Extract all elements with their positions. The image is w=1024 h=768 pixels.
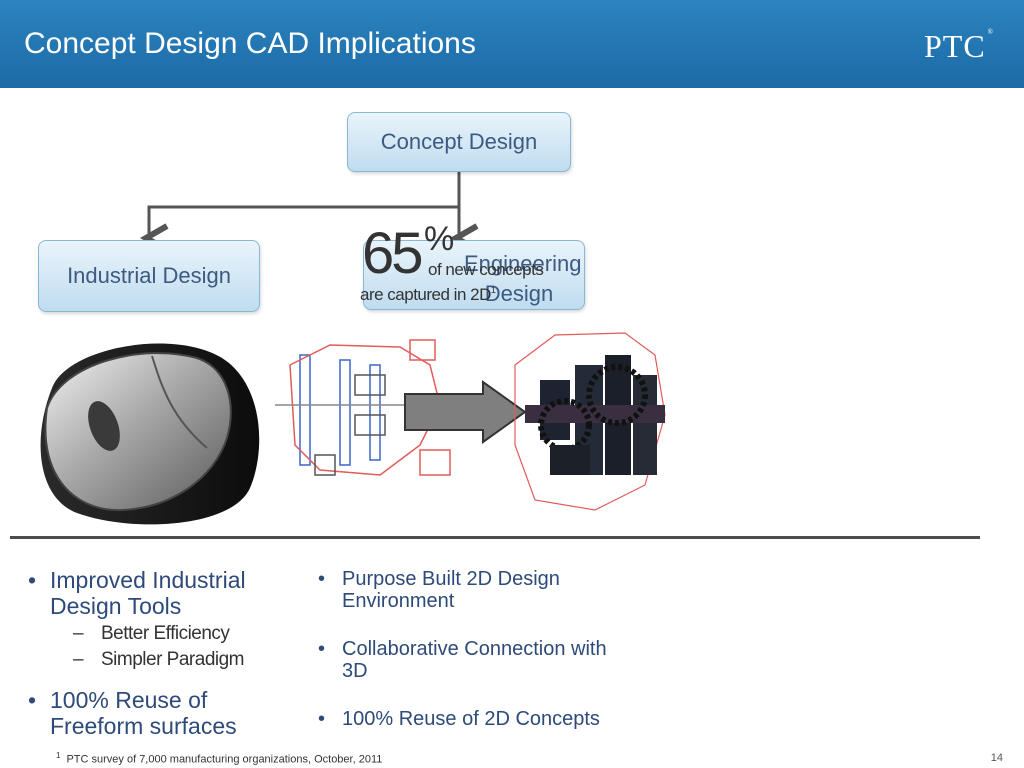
dash-mark: –	[73, 649, 84, 670]
drawing-part	[419, 449, 451, 476]
mouse-seam	[151, 355, 208, 449]
model-block	[550, 445, 590, 475]
drawing-part	[354, 414, 386, 436]
list-item: •Improved Industrial Design Tools	[28, 567, 246, 619]
list-item: •100% Reuse of 2D Concepts	[318, 708, 600, 730]
list-subitem: –Simpler Paradigm	[28, 647, 303, 673]
drawing-part	[369, 364, 381, 461]
ptc-logo: PTC®	[923, 28, 994, 64]
bullet-mark: •	[318, 568, 326, 590]
model-gear	[586, 364, 648, 426]
page-number: 14	[990, 752, 1003, 764]
slide-header: Concept Design CAD Implications PTC®	[0, 0, 1024, 88]
drawing-part	[314, 454, 336, 476]
registered-mark: ®	[987, 28, 994, 36]
mouse-shell	[44, 352, 232, 512]
section-divider	[10, 536, 980, 539]
drawing-part	[409, 339, 436, 361]
3d-model-image	[514, 332, 666, 511]
scroll-wheel	[88, 401, 120, 451]
model-block	[633, 375, 657, 475]
stat-number: 65	[362, 221, 423, 286]
drawing-part	[354, 374, 386, 396]
slide-title: Concept Design CAD Implications	[24, 27, 476, 60]
bullet-mark: •	[28, 567, 37, 593]
right-bullet-list: •Purpose Built 2D Design Environment •Co…	[318, 568, 618, 730]
bullet-mark: •	[318, 708, 326, 730]
left-bullet-list: •Improved Industrial Design Tools –Bette…	[28, 567, 303, 739]
arrow-shape	[404, 380, 527, 444]
industrial-design-box: Industrial Design	[38, 240, 260, 312]
drawing-part	[339, 359, 351, 466]
flow-connectors	[0, 172, 1024, 260]
stat-caption-line2: are captured in 2D1	[360, 285, 496, 304]
list-subitem: –Better Efficiency	[28, 621, 303, 647]
bullet-mark: •	[318, 638, 326, 660]
list-item: •Collaborative Connection with 3D	[318, 638, 607, 682]
right-arrow-icon	[404, 380, 527, 444]
drawing-part	[299, 354, 311, 466]
stat-caption-line1: of new concepts	[428, 260, 544, 279]
stat-percent: %	[424, 220, 455, 258]
footnote-marker: 1	[490, 285, 496, 295]
mouse-image	[40, 343, 260, 525]
engineering-design-box: Engineering Design	[363, 240, 585, 310]
list-item: •Purpose Built 2D Design Environment	[318, 568, 560, 612]
dash-mark: –	[73, 623, 84, 644]
connector-line	[149, 172, 461, 238]
list-item: •100% Reuse of Freeform surfaces	[28, 687, 237, 739]
bullet-mark: •	[28, 687, 37, 713]
footnote-number: 1	[56, 751, 61, 760]
concept-design-box: Concept Design	[347, 112, 571, 172]
